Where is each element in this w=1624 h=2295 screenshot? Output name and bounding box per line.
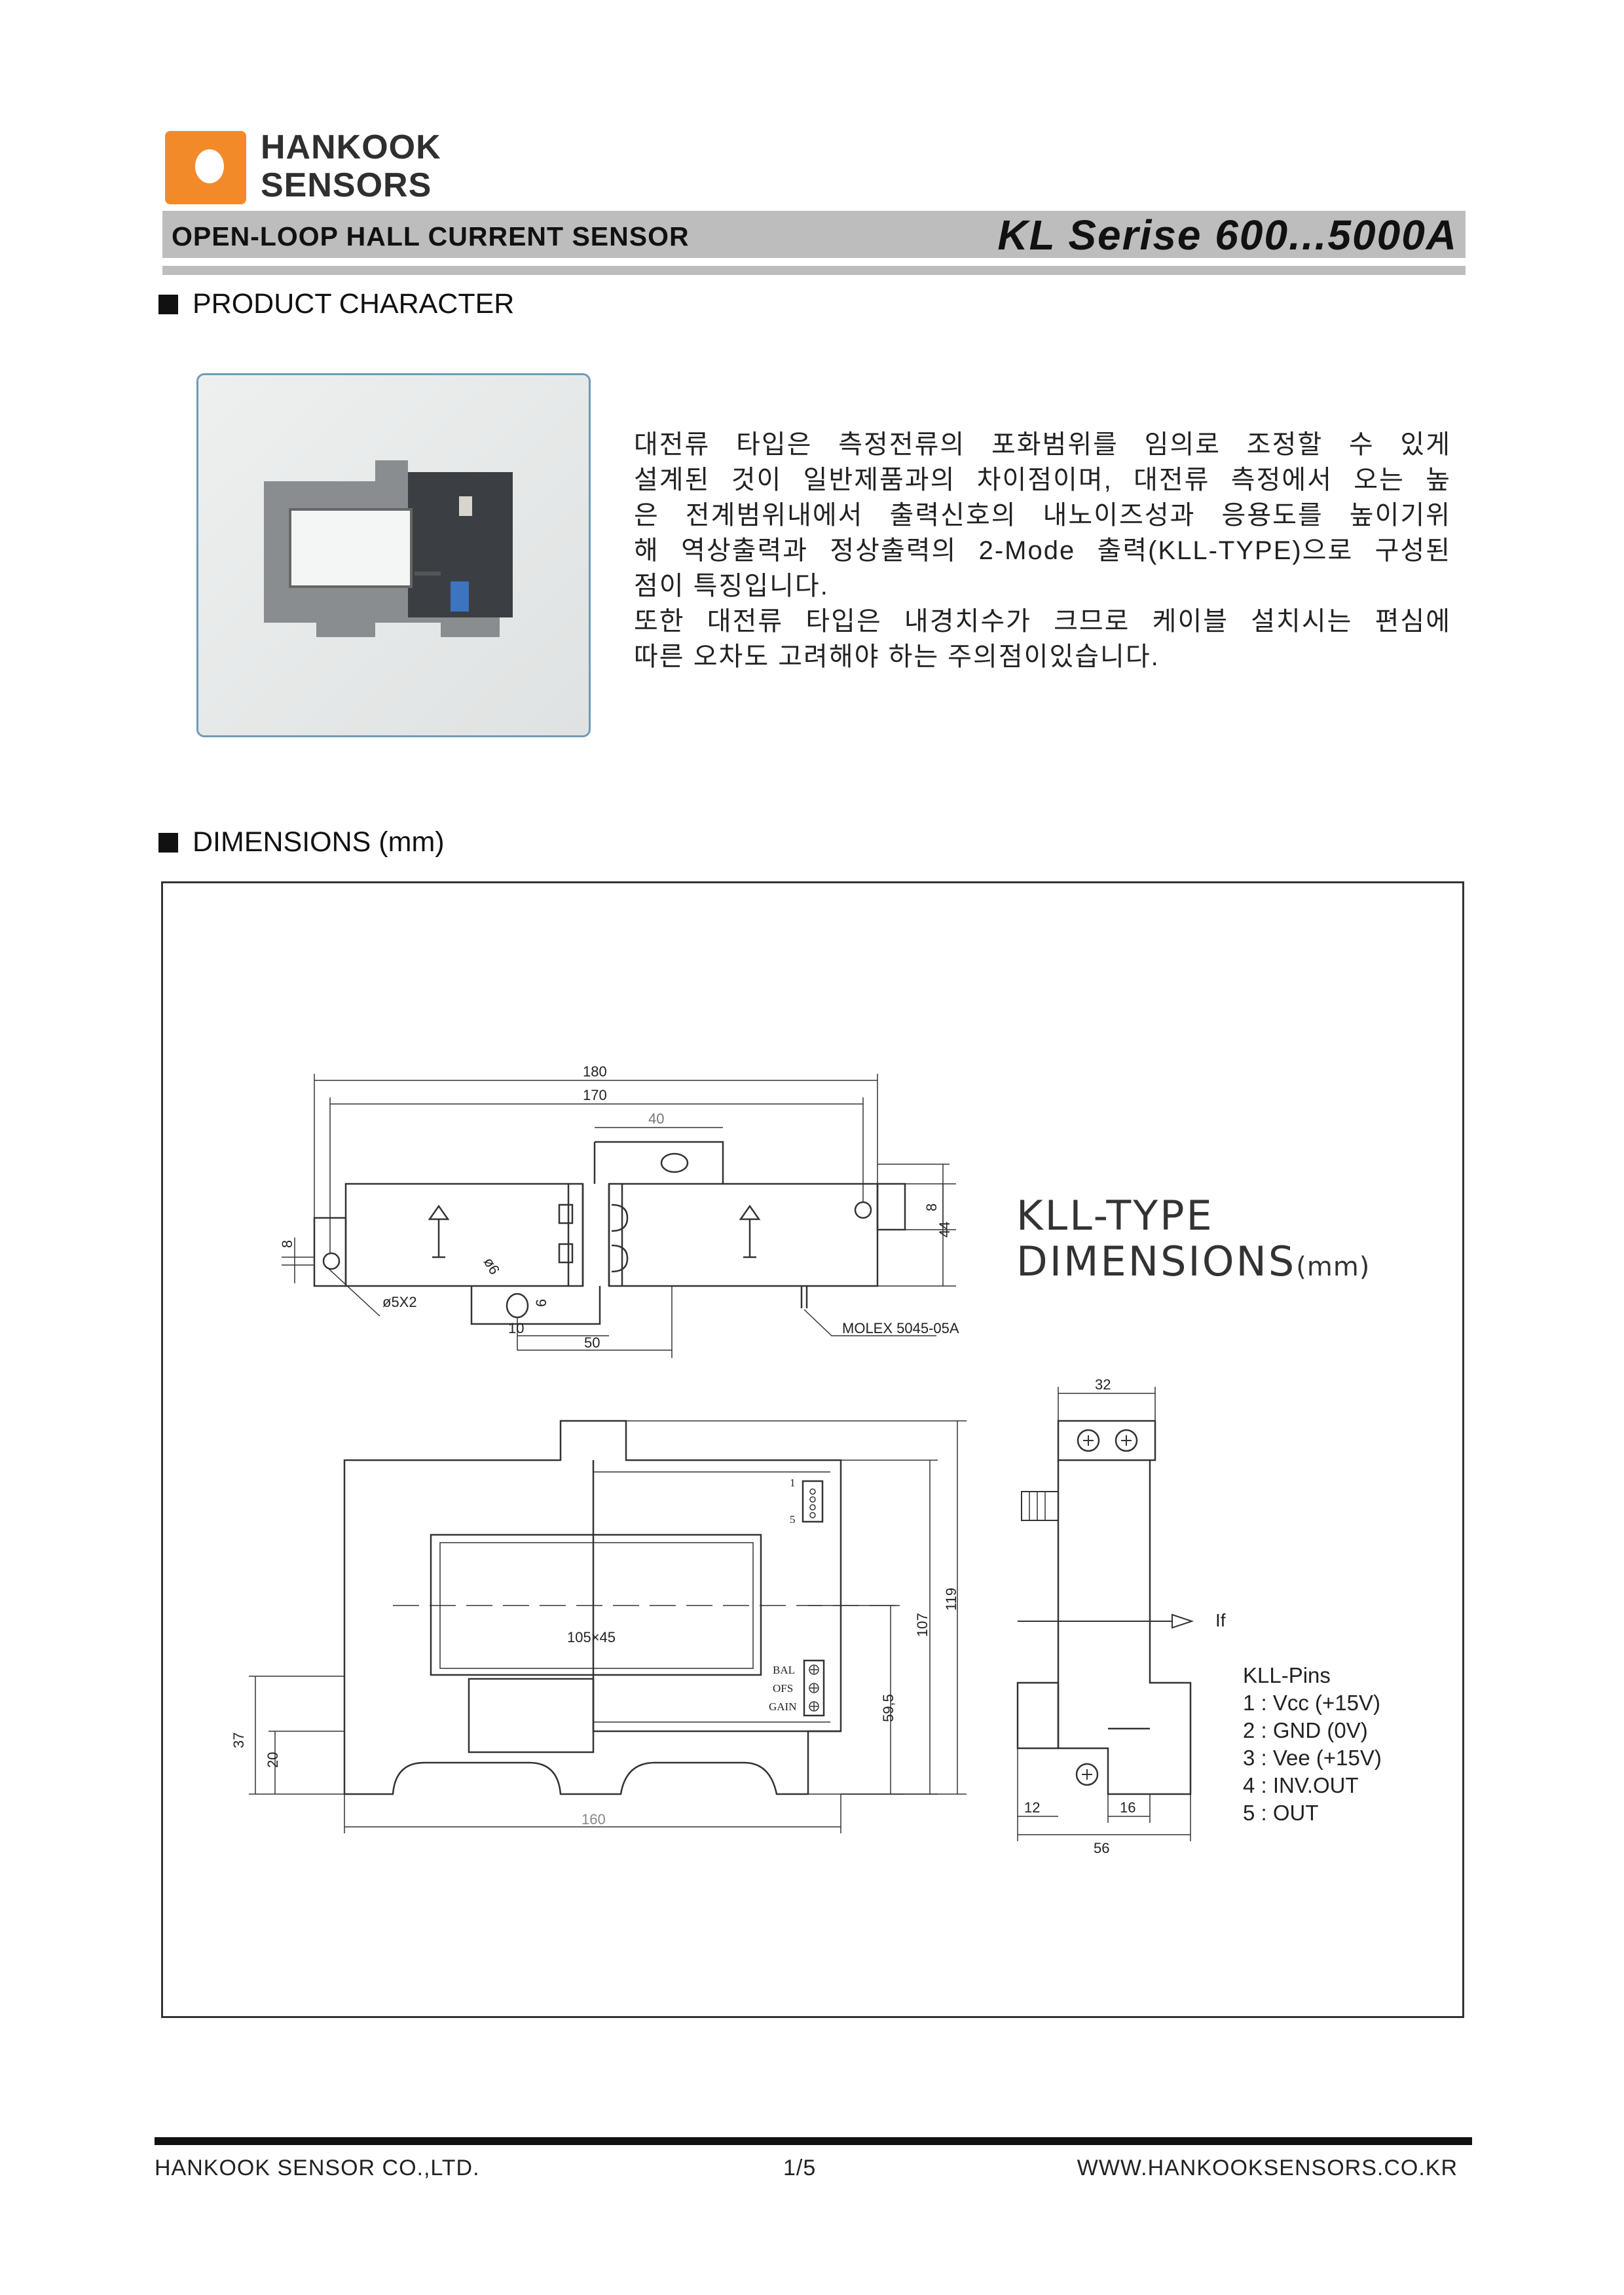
dim-32: 32 [1095,1376,1111,1393]
description-line: 또한 대전류 타입은 내경치수가 크므로 케이블 설치시는 편심에 [634,607,1451,636]
top-view-outline [344,1183,584,1287]
current-direction-label: If [1215,1610,1226,1630]
product-series-title: KL Serise 600...5000A [997,211,1458,259]
pin-item: 5 : OUT [1243,1801,1319,1825]
dim-160: 160 [581,1811,606,1827]
logo-wordmark: HANKOOK SENSORS [261,128,441,204]
pin-1-label: 1 [790,1477,796,1489]
company-logo: HANKOOK SENSORS [165,128,453,207]
dimension-drawing-frame [161,881,1464,2018]
dim-40: 40 [648,1111,664,1127]
gain-label: GAIN [769,1700,797,1713]
product-photo [196,373,591,737]
description-line: 점이 특징입니다. [634,572,829,600]
front-view-outline [343,1420,842,1795]
dim-8-right: 8 [923,1203,940,1211]
pin-5-label: 5 [790,1513,796,1526]
dim-119: 119 [943,1588,959,1611]
dim-180: 180 [583,1063,607,1080]
pin-item: 1 : Vcc (+15V) [1243,1691,1381,1715]
logo-line-2: SENSORS [261,166,432,204]
logo-mark [165,131,246,204]
type-label: KLL-TYPE [1016,1192,1214,1239]
section-heading-dimensions: DIMENSIONS (mm) [158,826,445,858]
dim-10: 10 [508,1320,524,1336]
product-description: 대전류 타입은 측정전류의 포화범위를 임의로 조정할 수 있게 설계된 것이 … [634,427,1451,674]
window-size: 105×45 [567,1629,616,1645]
dim-170: 170 [583,1087,607,1103]
side-view-outline [1057,1420,1192,1795]
pin-item: 3 : Vee (+15V) [1243,1746,1382,1770]
description-line: 대전류 타입은 측정전류의 포화범위를 임의로 조정할 수 있게 [634,430,1451,459]
dim-107: 107 [914,1613,931,1637]
hole-note: ø5X2 [382,1294,417,1310]
description-line: 은 전계범위내에서 출력신호의 내노이즈성과 응용도를 높이기위 [634,501,1451,530]
dim-16: 16 [1120,1799,1135,1816]
section-heading-product: PRODUCT CHARACTER [158,288,514,320]
dim-37: 37 [231,1733,247,1748]
dim-12: 12 [1024,1799,1040,1816]
description-line: 해 역상출력과 정상출력의 2-Mode 출력(KLL-TYPE)으로 구성된 [634,536,1451,565]
title-underline [162,266,1466,275]
dim-56: 56 [1094,1840,1109,1856]
title-band: OPEN-LOOP HALL CURRENT SENSOR KL Serise … [162,211,1466,259]
pin-list: KLL-Pins 1 : Vcc (+15V) 2 : GND (0V) 3 :… [1243,1662,1382,1827]
dimensions-label: DIMENSIONS(mm) [1016,1238,1371,1285]
footer-company: HANKOOK SENSOR CO.,LTD. [155,2156,480,2180]
dim-59-5: 59,5 [880,1694,896,1722]
bal-label: BAL [773,1664,795,1676]
pin-list-title: KLL-Pins [1243,1663,1331,1687]
dim-8-left: 8 [279,1240,295,1248]
pin-item: 2 : GND (0V) [1243,1718,1368,1742]
connector-note: MOLEX 5045-05A [842,1320,959,1336]
dim-50: 50 [584,1334,600,1351]
document-category: OPEN-LOOP HALL CURRENT SENSOR [172,221,690,251]
logo-line-1: HANKOOK [261,128,441,166]
dim-6: 6 [533,1299,549,1307]
footer-website[interactable]: WWW.HANKOOKSENSORS.CO.KR [1077,2156,1458,2180]
footer-rule [155,2137,1472,2145]
description-line: 따른 오차도 고려해야 하는 주의점이있습니다. [634,642,1160,671]
dim-44: 44 [936,1222,953,1238]
page-number: 1/5 [783,2156,817,2180]
dim-phi6: ø6 [481,1255,503,1277]
description-line: 설계된 것이 일반제품과의 차이점이며, 대전류 측정에서 오는 높 [634,466,1451,494]
ofs-label: OFS [773,1682,793,1695]
dim-20: 20 [265,1752,281,1768]
pin-item: 4 : INV.OUT [1243,1773,1359,1797]
